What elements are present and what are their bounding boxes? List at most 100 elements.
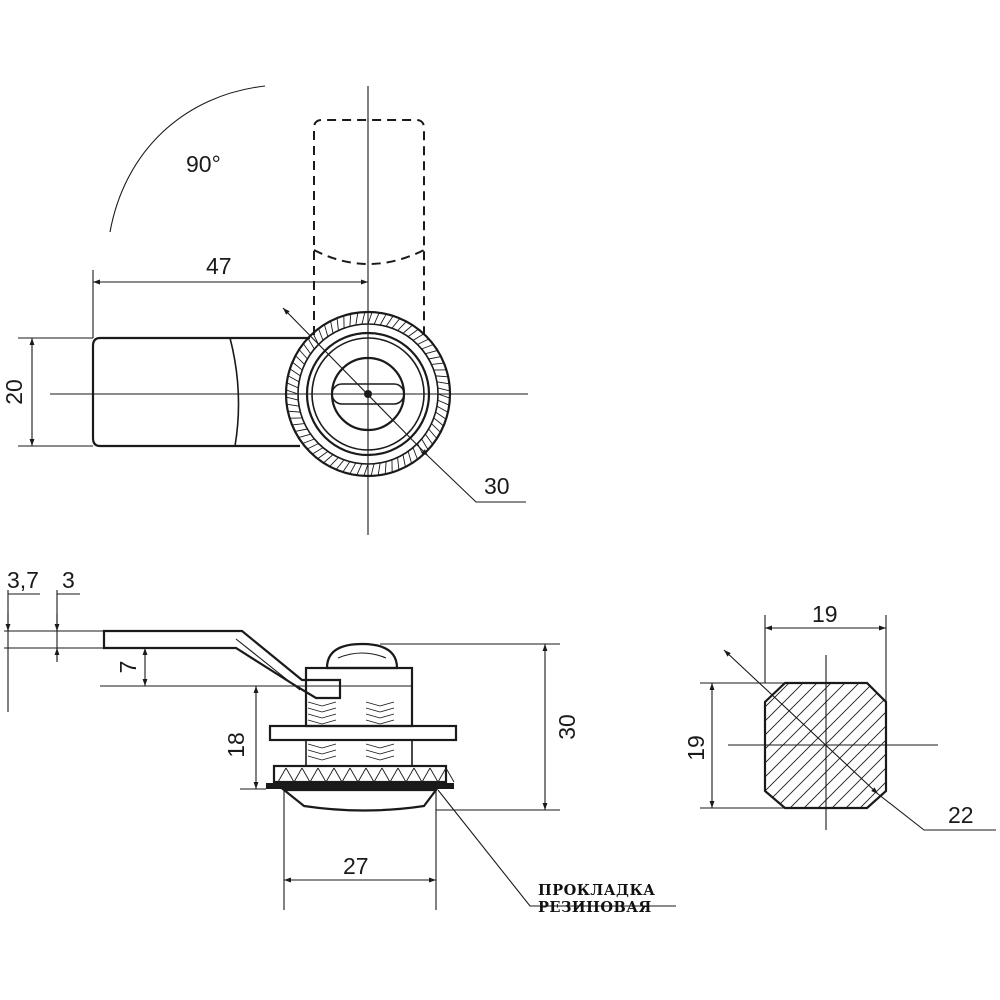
- knurl-line: [421, 344, 434, 350]
- rotated-lever-outline: [313, 119, 425, 335]
- knurl-line: [317, 450, 329, 460]
- dim-19-height-label: 19: [683, 735, 709, 761]
- dim-3-label: 3: [62, 567, 75, 593]
- nut-tooth: [333, 767, 343, 783]
- thread-line: [365, 755, 381, 761]
- knurl-line: [289, 368, 301, 377]
- dim-19-width-label: 19: [812, 601, 838, 627]
- knurl-line: [385, 315, 394, 327]
- knurl-line: [335, 459, 345, 470]
- knurl-line: [407, 451, 413, 464]
- thread-line: [379, 749, 395, 755]
- knurl-line: [417, 338, 430, 345]
- knurl-line: [307, 337, 315, 350]
- knurl-line: [367, 311, 373, 325]
- gasket-leader: [437, 789, 676, 907]
- thread-line: [379, 755, 395, 761]
- side-lever: [102, 629, 342, 700]
- knurl-line: [342, 461, 351, 473]
- nut-tooth: [325, 767, 335, 783]
- thread-line: [365, 749, 381, 755]
- knurl-line: [431, 423, 441, 433]
- thread-line: [379, 707, 395, 713]
- knurl-line: [428, 428, 438, 439]
- rotated-lever-bend: [313, 249, 425, 265]
- knurl-line: [336, 317, 339, 331]
- knurl-line: [435, 411, 447, 420]
- side-lever-inner: [235, 638, 301, 691]
- lever: [91, 336, 310, 448]
- knurl-line: [330, 320, 334, 334]
- angle-label: 90°: [186, 151, 221, 177]
- nut-tooth: [429, 767, 439, 783]
- knurl-line: [373, 312, 380, 325]
- dim-3-7-label: 3,7: [7, 567, 39, 593]
- nut-tooth: [301, 767, 311, 783]
- thread-line: [307, 719, 323, 725]
- thread-line: [321, 701, 337, 707]
- thread-line: [307, 713, 323, 719]
- thread-line: [379, 719, 395, 725]
- nut-tooth: [445, 767, 455, 783]
- thread-line: [307, 701, 323, 707]
- knurl-line: [370, 463, 375, 477]
- nut-tooth: [285, 767, 295, 783]
- knurl-line: [302, 343, 312, 355]
- knurl-line: [437, 387, 451, 392]
- nut-tooth: [397, 767, 407, 783]
- thread-line: [321, 713, 337, 719]
- thread-lower: [307, 743, 395, 761]
- dim-18-label: 18: [223, 732, 249, 758]
- dim-30-diameter-label: 30: [484, 473, 510, 499]
- hatch-line: [857, 683, 886, 808]
- knurl-line: [407, 328, 419, 338]
- thread-line: [321, 719, 337, 725]
- knurl-line: [363, 463, 369, 477]
- nut-tooth: [381, 767, 391, 783]
- dim-20-label: 20: [1, 379, 27, 405]
- knurl-line: [431, 362, 445, 365]
- knurl-line: [356, 463, 363, 476]
- thread-line: [307, 755, 323, 761]
- thread-body-lower: [305, 739, 413, 767]
- knurl-line: [286, 403, 300, 407]
- knurl-line: [298, 433, 311, 439]
- knurl-line: [306, 443, 319, 450]
- dim-22-leader: [723, 649, 879, 795]
- nut-tooth: [317, 767, 327, 783]
- knurl-line: [379, 313, 387, 326]
- nut-tooth: [277, 767, 287, 783]
- nut-tooth: [341, 767, 351, 783]
- nut-tooth: [309, 767, 319, 783]
- nut-tooth: [373, 767, 383, 783]
- knurl-line: [421, 438, 429, 451]
- knurl-line: [311, 447, 324, 455]
- knurl-line: [329, 457, 339, 467]
- dome-cap: [325, 642, 399, 670]
- knurl-line: [437, 393, 451, 399]
- dim-27-label: 27: [343, 853, 369, 879]
- knurl-line: [384, 461, 387, 475]
- nut-tooth: [421, 767, 431, 783]
- nut-teeth: [277, 767, 455, 783]
- dim-22-label: 22: [948, 802, 974, 828]
- knurl-line: [436, 381, 450, 385]
- thread-line: [321, 707, 337, 713]
- knurl-line: [302, 438, 315, 444]
- knurl-line: [292, 361, 303, 371]
- dome-highlight: [337, 652, 387, 659]
- thread-line: [365, 707, 381, 713]
- nut-tooth: [365, 767, 375, 783]
- gasket-label-line1: ПРОКЛАДКА: [538, 882, 655, 899]
- knurl-line: [402, 454, 406, 468]
- bottom-washer: [280, 788, 439, 812]
- knurl-line: [291, 423, 305, 426]
- thread-line: [307, 749, 323, 755]
- nut-tooth: [405, 767, 415, 783]
- nut-tooth: [349, 767, 359, 783]
- top-view: 90° 47 20 30: [1, 85, 528, 535]
- dim-30-height-label: 30: [554, 714, 580, 740]
- knurl-line: [417, 443, 424, 456]
- dim-22-shelf: [877, 793, 996, 831]
